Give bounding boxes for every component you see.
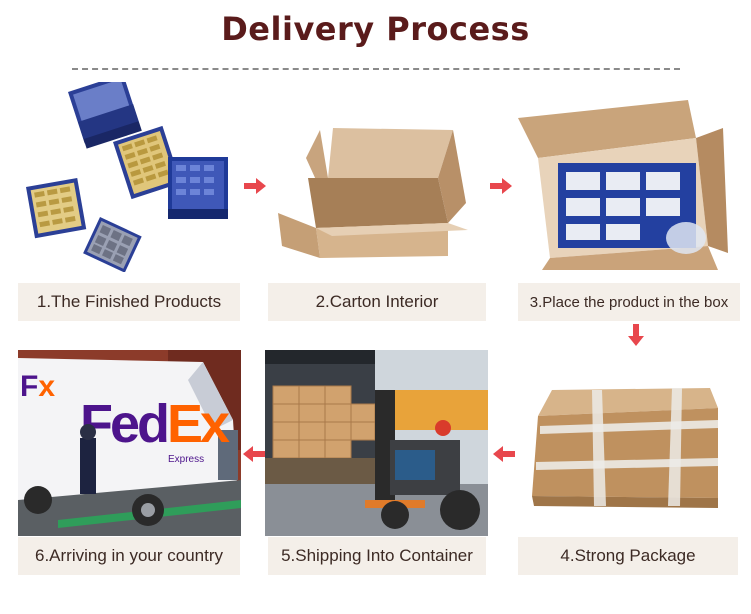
strong-package-image	[522, 368, 722, 518]
fedex-logo: FedEx	[80, 394, 230, 454]
carton-interior-image	[268, 118, 468, 268]
step-4-caption: 4.Strong Package	[518, 537, 738, 575]
container-loading-image	[265, 350, 488, 536]
arrow-right-icon	[244, 178, 266, 194]
arrow-right-icon	[490, 178, 512, 194]
step-5-caption: 5.Shipping Into Container	[268, 537, 486, 575]
step-2-caption: 2.Carton Interior	[268, 283, 486, 321]
page-title: Delivery Process	[221, 10, 530, 48]
arrow-left-icon	[493, 446, 515, 462]
step-3-caption: 3.Place the product in the box	[518, 283, 740, 321]
step-1-caption: 1.The Finished Products	[18, 283, 240, 321]
arrow-down-icon	[628, 324, 644, 346]
dashed-divider	[72, 68, 680, 70]
step-6-caption: 6.Arriving in your country	[18, 537, 240, 575]
product-in-box-image	[518, 98, 740, 273]
arrow-left-icon	[243, 446, 265, 462]
fedex-logo-small: Fx	[20, 370, 55, 403]
finished-products-image	[18, 82, 243, 272]
fedex-express-label: Express	[168, 454, 204, 465]
fedex-truck-image: Fx FedEx Express	[18, 350, 241, 536]
